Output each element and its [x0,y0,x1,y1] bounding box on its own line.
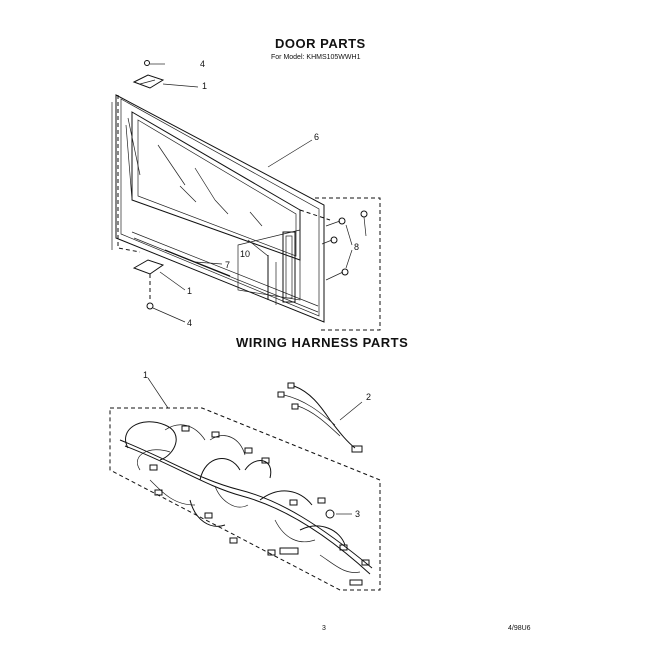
hinge-top [132,74,165,89]
leader-harness-1 [147,377,169,409]
hinge-bottom [132,259,186,300]
callout-door-screws: 8 [354,242,360,252]
harness-main-bundle [119,439,373,569]
document-code: 4/98U6 [508,625,531,632]
callout-harness-part: 2 [366,392,372,402]
door-handle [237,229,301,305]
callout-harness-connector: 3 [355,509,361,519]
screw-group-outline [299,197,381,331]
harness-outline [109,407,381,591]
harness-connectors [149,425,370,586]
callout-harness-main: 1 [143,370,149,380]
hinge-screw-top [144,60,165,66]
door-assembly [111,60,381,331]
wiring-harness-title: WIRING HARNESS PARTS [236,335,409,350]
callout-hinge-screw-top: 4 [200,59,206,69]
leader-6 [267,139,313,168]
leader-10 [247,239,269,257]
door-dashed-outline [111,95,141,253]
door-parts-title: DOOR PARTS [275,36,366,51]
hinge-screw-bottom [146,302,186,323]
callout-hinge-top: 1 [202,81,208,91]
page-number: 3 [322,625,326,632]
door-screws [321,210,368,281]
leader-7 [194,261,223,265]
callout-trim: 7 [225,260,231,270]
harness-part-2 [277,382,363,453]
callout-hinge-screw-bottom: 4 [187,318,193,328]
callout-hinge-bottom: 1 [187,286,193,296]
wiring-harness-assembly [109,377,381,591]
callout-handle: 10 [240,249,251,259]
door-frame [115,94,325,323]
model-line: For Model: KHMS105WWH1 [271,54,361,61]
callout-door-frame: 6 [314,132,320,142]
